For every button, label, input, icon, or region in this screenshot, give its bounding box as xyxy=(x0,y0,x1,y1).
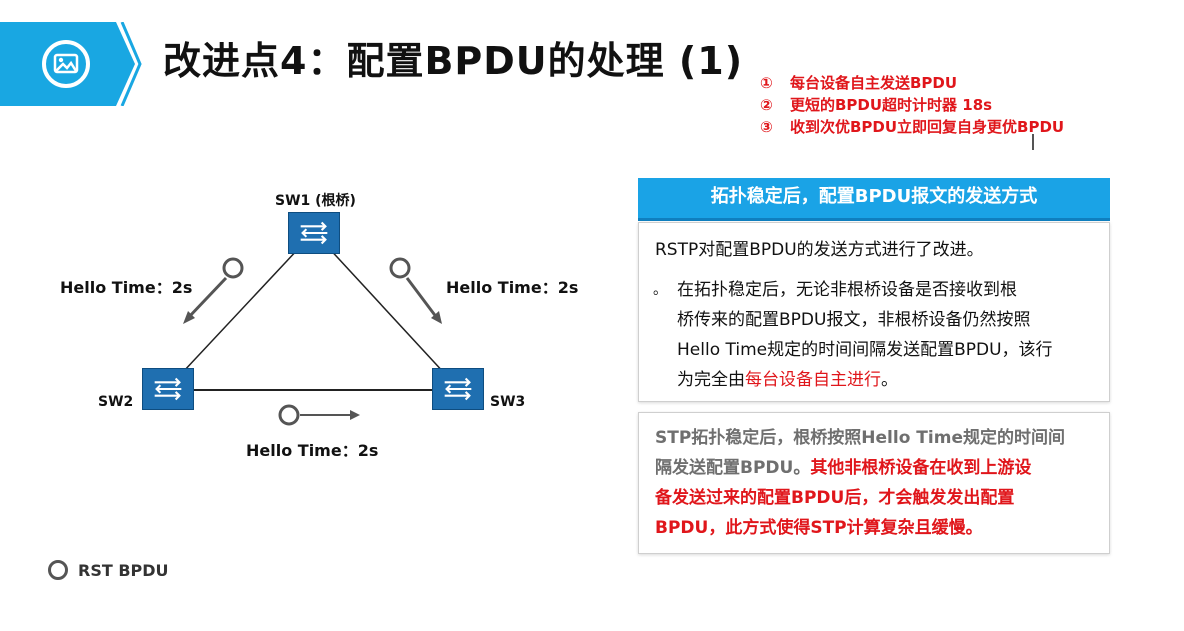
rstp-description: 。 在拓扑稳定后，无论非根桥设备是否接收到根 桥传来的配置BPDU报文，非根桥设… xyxy=(653,275,1099,395)
text-cursor-icon xyxy=(1032,134,1034,150)
sw2-label: SW2 xyxy=(98,394,134,410)
bpdu-circle-icon xyxy=(389,257,442,324)
stp-description: STP拓扑稳定后，根桥按照Hello Time规定的时间间 隔发送配置BPDU。… xyxy=(655,428,1065,538)
banner-chevron xyxy=(120,22,142,106)
legend-label: RST BPDU xyxy=(78,561,169,580)
panel-header: 拓扑稳定后，配置BPDU报文的发送方式 xyxy=(638,178,1110,221)
switch-icon xyxy=(142,368,194,410)
stp-box: STP拓扑稳定后，根桥按照Hello Time规定的时间间 隔发送配置BPDU。… xyxy=(638,412,1110,554)
rstp-intro: RSTP对配置BPDU的发送方式进行了改进。 xyxy=(655,240,984,260)
topology-diagram: SW1 (根桥) SW2 SW3 Hello Time：2s Hello Tim… xyxy=(0,170,620,500)
hello-time-right: Hello Time：2s xyxy=(446,278,579,297)
rstp-box: RSTP对配置BPDU的发送方式进行了改进。 。 在拓扑稳定后，无论非根桥设备是… xyxy=(638,222,1110,402)
bpdu-circle-icon xyxy=(48,560,68,580)
sw3-label: SW3 xyxy=(490,394,526,410)
switch-icon xyxy=(288,212,340,254)
title-banner xyxy=(0,22,135,106)
hello-time-left: Hello Time：2s xyxy=(60,278,193,297)
switch-icon xyxy=(432,368,484,410)
bullet: 。 xyxy=(653,282,667,298)
page-title: 改进点4：配置BPDU的处理 (1) xyxy=(163,39,744,83)
topology-links xyxy=(167,231,459,426)
legend: RST BPDU xyxy=(48,560,169,580)
image-icon xyxy=(53,53,79,74)
bpdu-circle-icon xyxy=(183,257,244,324)
hello-time-bottom: Hello Time：2s xyxy=(246,441,379,460)
sw1-label: SW1 (根桥) xyxy=(275,193,356,209)
bpdu-circle-icon xyxy=(278,404,360,426)
